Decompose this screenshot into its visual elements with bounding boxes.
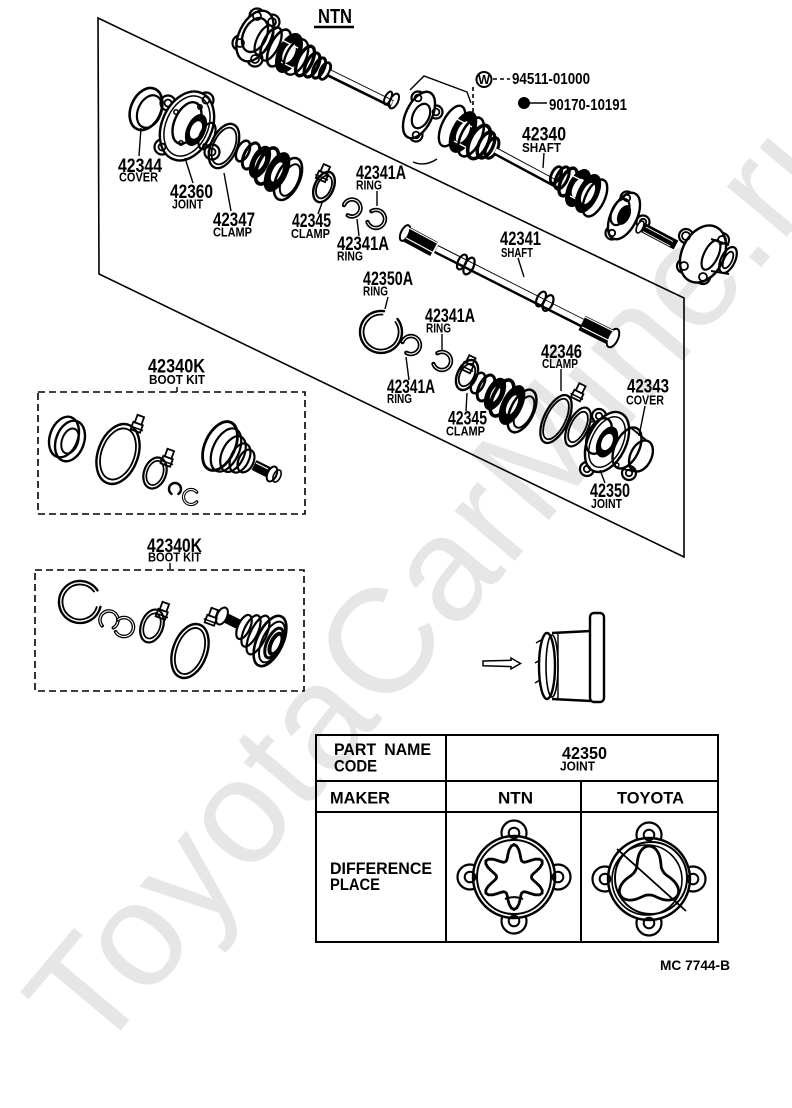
svg-text:42341: 42341 [500,229,541,250]
svg-text:BOOT KIT: BOOT KIT [149,373,205,387]
svg-text:90170-10191: 90170-10191 [549,97,627,114]
svg-text:CODE: CODE [334,757,377,776]
svg-text:42340K: 42340K [147,536,202,557]
svg-text:COVER: COVER [119,171,158,185]
svg-text:DIFFERENCE: DIFFERENCE [330,859,432,878]
svg-text:SHAFT: SHAFT [522,141,561,155]
svg-text:42341A: 42341A [337,234,389,255]
svg-text:COVER: COVER [626,394,664,408]
svg-text:42345: 42345 [292,211,331,232]
svg-text:42350: 42350 [562,743,607,763]
svg-text:42340: 42340 [522,125,566,146]
svg-text:42346: 42346 [541,342,582,363]
svg-text:42350: 42350 [590,481,630,502]
svg-text:RING: RING [356,179,382,193]
svg-text:42344: 42344 [118,156,162,177]
svg-text:42350A: 42350A [363,269,413,290]
svg-text:PLACE: PLACE [330,875,380,894]
svg-text:RING: RING [363,285,388,299]
svg-text:RING: RING [426,322,451,336]
svg-text:CLAMP: CLAMP [213,226,252,240]
svg-text:JOINT: JOINT [591,497,622,511]
svg-text:42343: 42343 [627,377,669,398]
svg-text:JOINT: JOINT [560,759,595,774]
svg-text:SHAFT: SHAFT [501,246,533,260]
svg-text:CLAMP: CLAMP [542,357,578,371]
svg-text:CLAMP: CLAMP [446,425,485,439]
svg-text:RING: RING [387,392,412,406]
svg-text:RING: RING [337,250,363,264]
svg-text:NTN: NTN [498,789,533,808]
svg-text:42340K: 42340K [148,357,205,378]
svg-text:42341A: 42341A [425,306,475,327]
svg-text:BOOT KIT: BOOT KIT [148,551,201,565]
svg-text:TOYOTA: TOYOTA [617,789,684,808]
svg-text:CLAMP: CLAMP [291,227,330,241]
svg-text:42347: 42347 [213,210,255,231]
svg-text:PART NAME: PART NAME [334,740,431,759]
svg-text:42345: 42345 [448,409,487,430]
svg-text:MC 7744-B: MC 7744-B [660,958,730,973]
svg-text:42360: 42360 [170,182,213,203]
svg-text:NTN: NTN [318,6,352,28]
svg-text:42341A: 42341A [387,377,435,398]
svg-text:MAKER: MAKER [330,789,390,808]
svg-text:W: W [478,73,490,87]
svg-text:JOINT: JOINT [172,198,203,212]
svg-text:42341A: 42341A [356,163,406,184]
svg-text:94511-01000: 94511-01000 [512,71,590,88]
